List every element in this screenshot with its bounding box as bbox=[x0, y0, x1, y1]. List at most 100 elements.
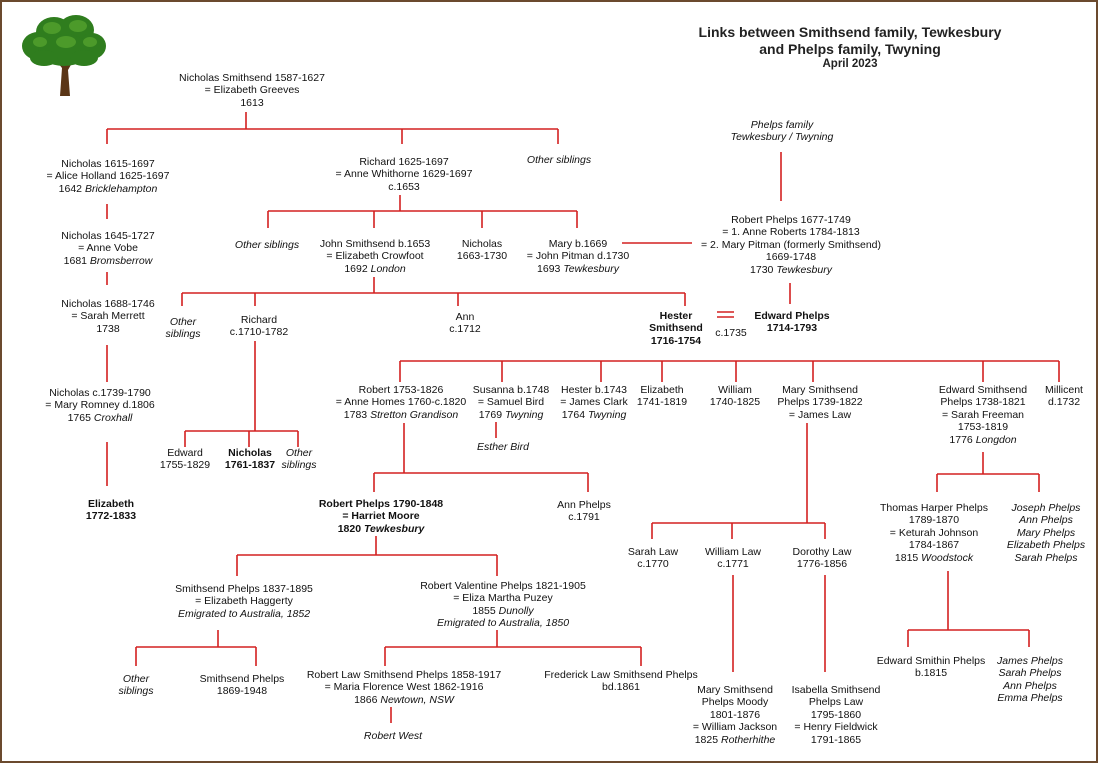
marriage-place: Bromsberrow bbox=[89, 254, 153, 267]
spouse-1: = 1. Anne Roberts 1784-1813 bbox=[722, 226, 860, 239]
person-name: Mary b.1669 bbox=[548, 238, 608, 250]
label: Other bbox=[122, 673, 150, 685]
person-thomas-1789: Thomas Harper Phelps 1789-1870 = Keturah… bbox=[880, 502, 988, 564]
marriage-year: 1815 bbox=[894, 551, 922, 564]
title-line-2: and Phelps family, Twyning bbox=[759, 40, 941, 57]
siblings-group-james: James Phelps Sarah Phelps Ann Phelps Emm… bbox=[997, 655, 1063, 705]
person-nicholas-1645: Nicholas 1645-1727 = Anne Vobe 1681 Brom… bbox=[61, 230, 154, 267]
spouse: = Mary Romney d.1806 bbox=[45, 399, 155, 412]
person-sarah-law-1770: Sarah Law c.1770 bbox=[628, 546, 678, 571]
marriage-place: London bbox=[370, 262, 406, 275]
marriage-year: 1681 bbox=[63, 254, 90, 267]
person-name: Edward Smithsend bbox=[938, 384, 1028, 396]
other-siblings: Other siblings bbox=[527, 154, 591, 166]
person-name: Mary Smithsend bbox=[782, 384, 858, 396]
person-richard-1710: Richard c.1710-1782 bbox=[230, 314, 288, 339]
diagram-title: Links between Smithsend family, Tewkesbu… bbox=[699, 24, 1002, 71]
person-name: Ann bbox=[455, 311, 475, 323]
marriage-line: 1825 Rotherhithe bbox=[693, 734, 777, 746]
person-william-1740: William 1740-1825 bbox=[710, 384, 760, 409]
spouse: = Sarah Merrett bbox=[71, 310, 145, 323]
marriage-year: 1855 bbox=[472, 604, 499, 617]
phelps-family-label: Phelps family Tewkesbury / Twyning bbox=[731, 119, 834, 144]
person-william-law-1771: William Law c.1771 bbox=[705, 546, 761, 571]
marriage-year: 1783 bbox=[343, 408, 371, 421]
person-name: Frederick Law Smithsend Phelps bbox=[544, 669, 698, 681]
person-isabella-1795: Isabella Smithsend Phelps Law 1795-1860 … bbox=[792, 684, 881, 746]
person-name: Nicholas 1645-1727 bbox=[61, 230, 155, 242]
person-robert-law-1858: Robert Law Smithsend Phelps 1858-1917 = … bbox=[307, 669, 501, 706]
dates: c.1710-1782 bbox=[229, 326, 289, 339]
marriage-year: 1820 bbox=[337, 522, 364, 535]
marriage-date: c.1735 bbox=[715, 327, 747, 339]
person-name: Nicholas c.1739-1790 bbox=[49, 387, 151, 399]
person-nicholas-1615: Nicholas 1615-1697 = Alice Holland 1625-… bbox=[47, 158, 170, 195]
person-name: Robert Phelps 1790-1848 bbox=[318, 498, 444, 510]
label: Phelps family bbox=[750, 119, 814, 131]
marriage-place: Newtown, NSW bbox=[380, 693, 454, 706]
person-ann-1712: Ann c.1712 bbox=[449, 311, 481, 336]
emigration-note: Emigrated to Australia, 1850 bbox=[436, 617, 570, 630]
person-name: Joseph Phelps bbox=[1011, 502, 1081, 514]
person-name: Nicholas bbox=[461, 238, 503, 250]
person-name: Mary Smithsend bbox=[697, 684, 773, 696]
marriage-place: Tewkesbury bbox=[563, 262, 619, 275]
person-ann-1791: Ann Phelps c.1791 bbox=[557, 499, 611, 524]
label: Other bbox=[169, 316, 197, 328]
marriage-place: Longdon bbox=[975, 433, 1017, 446]
spouse: = James Law bbox=[788, 408, 852, 421]
person-name: Smithsend Phelps bbox=[199, 673, 285, 685]
person-name: Dorothy Law bbox=[792, 546, 852, 558]
marriage-line: 1820 Tewkesbury bbox=[319, 523, 443, 535]
person-name: Isabella Smithsend bbox=[791, 684, 881, 696]
person-name: Thomas Harper Phelps bbox=[880, 502, 988, 514]
person-name: Smithsend Phelps 1837-1895 bbox=[175, 583, 313, 595]
person-name: Hester b.1743 bbox=[561, 384, 627, 396]
person-surname: Phelps Law bbox=[808, 696, 864, 709]
person-smithsend-1869: Smithsend Phelps 1869-1948 bbox=[200, 673, 285, 698]
dates: c.1712 bbox=[449, 323, 481, 336]
label: siblings bbox=[165, 328, 201, 341]
marriage-year: 1730 bbox=[750, 263, 777, 276]
dates: 1789-1870 bbox=[908, 514, 960, 527]
spouse: = Elizabeth Haggerty bbox=[195, 595, 293, 608]
marriage-place: Twyning bbox=[587, 408, 627, 421]
person-name: Edward bbox=[167, 447, 203, 459]
marriage-place: Tewkesbury bbox=[776, 263, 832, 276]
marriage-place: Rotherhithe bbox=[720, 733, 776, 746]
marriage-place: Woodstock bbox=[921, 551, 974, 564]
person-name: John Smithsend b.1653 bbox=[319, 238, 431, 250]
person-name: Emma Phelps bbox=[997, 692, 1063, 705]
dates: 1714-1793 bbox=[766, 322, 818, 335]
marriage-place: Bricklehampton bbox=[84, 182, 158, 195]
marriage-year: 1765 bbox=[67, 411, 94, 424]
person-edward-smithin-1815: Edward Smithin Phelps b.1815 bbox=[877, 655, 986, 680]
spouse: = Maria Florence West 1862-1916 bbox=[324, 681, 484, 694]
spouse-dates: 1753-1819 bbox=[957, 421, 1009, 434]
label: Other siblings bbox=[526, 154, 592, 166]
marriage-line: 1642 Bricklehampton bbox=[47, 183, 170, 195]
person-name: Robert Phelps 1677-1749 bbox=[731, 214, 851, 226]
marriage-year: 1613 bbox=[240, 96, 264, 109]
person-name: Ann Phelps bbox=[1003, 679, 1057, 692]
marriage-year: 1866 bbox=[354, 693, 381, 706]
label: Other bbox=[285, 447, 313, 459]
marriage-year: 1738 bbox=[96, 322, 120, 335]
person-name: Esther Bird bbox=[477, 441, 529, 453]
person-nicholas-1761: Nicholas 1761-1837 bbox=[225, 447, 275, 472]
spouse-dates: 1669-1748 bbox=[765, 251, 817, 264]
person-millicent: Millicent d.1732 bbox=[1045, 384, 1083, 409]
person-edward-phelps-1714: Edward Phelps 1714-1793 bbox=[754, 310, 829, 335]
person-name: Nicholas bbox=[228, 447, 272, 459]
dates: 1755-1829 bbox=[159, 459, 211, 472]
marriage-year: 1642 bbox=[58, 182, 85, 195]
person-surname: Smithsend bbox=[649, 322, 703, 335]
person-mary-1739: Mary Smithsend Phelps 1739-1822 = James … bbox=[777, 384, 862, 421]
label: Other siblings bbox=[234, 239, 300, 251]
marriage-place: Dunolly bbox=[498, 604, 534, 617]
spouse: = Harriet Moore bbox=[342, 510, 420, 523]
other-siblings: Other siblings bbox=[235, 239, 299, 251]
person-robert-phelps-1677: Robert Phelps 1677-1749 = 1. Anne Robert… bbox=[701, 214, 881, 276]
person-smithsend-1837: Smithsend Phelps 1837-1895 = Elizabeth H… bbox=[175, 583, 313, 620]
person-name: Robert Valentine Phelps 1821-1905 bbox=[420, 580, 586, 592]
